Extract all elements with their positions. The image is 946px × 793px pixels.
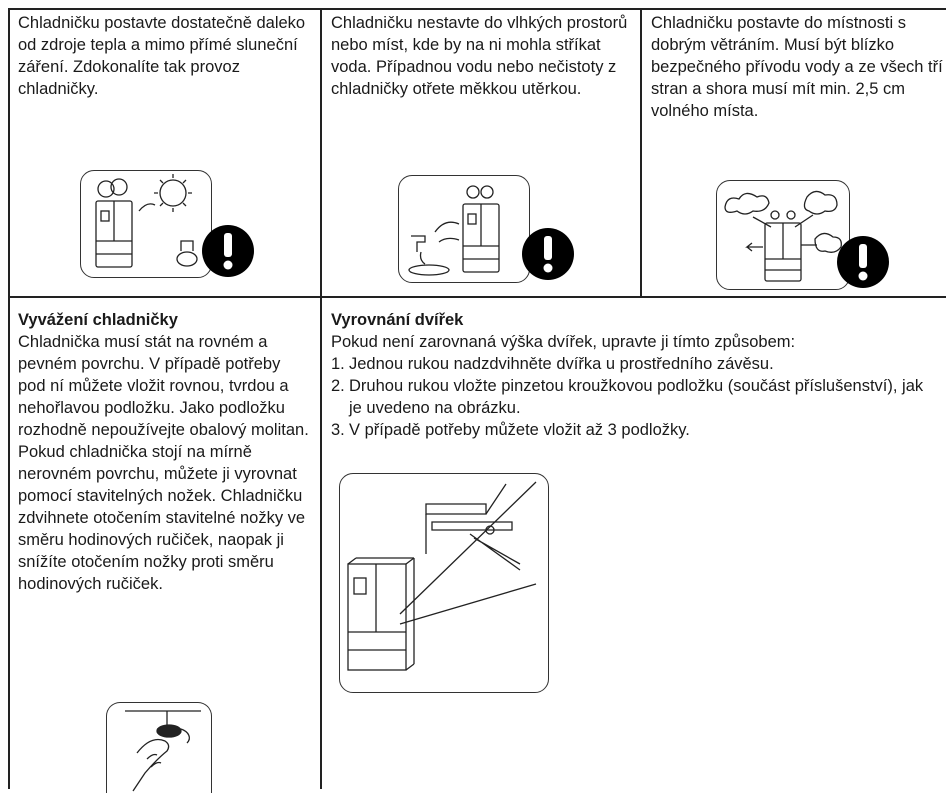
warning-icon bbox=[837, 236, 889, 288]
ventilation-icon bbox=[724, 192, 770, 215]
divider bbox=[8, 8, 946, 10]
tip-moisture-text: Chladničku nestavte do vlhkých prostorů … bbox=[331, 14, 628, 98]
divider bbox=[8, 296, 946, 298]
leveling-body: Chladnička musí stát na rovném a pevném … bbox=[18, 333, 309, 593]
warning-icon bbox=[522, 228, 574, 280]
manual-page: Chladničku postavte dostatečně daleko od… bbox=[8, 8, 946, 793]
tip-ventilation-text: Chladničku postavte do místnosti s dobrý… bbox=[651, 14, 943, 120]
sun-icon bbox=[159, 179, 187, 207]
water-tap-icon bbox=[411, 235, 426, 252]
tip-heat-text: Chladničku postavte dostatečně daleko od… bbox=[18, 14, 306, 98]
list-item: 3.V případě potřeby můžete vložit až 3 p… bbox=[331, 421, 690, 439]
ventilation-illustration bbox=[716, 180, 850, 290]
divider bbox=[320, 8, 322, 789]
doors-heading: Vyrovnání dvířek bbox=[331, 311, 464, 329]
doors-section: Vyrovnání dvířek Pokud není zarovnaná vý… bbox=[331, 309, 931, 441]
heat-illustration bbox=[80, 170, 212, 278]
divider bbox=[640, 8, 642, 296]
pliers-icon bbox=[469, 533, 521, 571]
fridge-icon bbox=[347, 563, 407, 671]
list-item: 2.Druhou rukou vložte pinzetou kroužkovo… bbox=[331, 377, 924, 417]
doors-steps: 1.Jednou rukou nadzdvihněte dvířka u pro… bbox=[331, 353, 931, 441]
doors-intro: Pokud není zarovnaná výška dvířek, uprav… bbox=[331, 333, 796, 351]
leveling-heading: Vyvážení chladničky bbox=[18, 311, 178, 329]
leveling-section: Vyvážení chladničky Chladnička musí stát… bbox=[18, 309, 310, 595]
moisture-illustration bbox=[398, 175, 530, 283]
divider bbox=[8, 8, 10, 789]
list-item: 1.Jednou rukou nadzdvihněte dvířka u pro… bbox=[331, 355, 774, 373]
door-alignment-illustration bbox=[339, 473, 549, 693]
foot-adjust-illustration bbox=[106, 702, 212, 793]
foot-adjust-icon bbox=[125, 710, 201, 792]
warning-icon bbox=[202, 225, 254, 277]
